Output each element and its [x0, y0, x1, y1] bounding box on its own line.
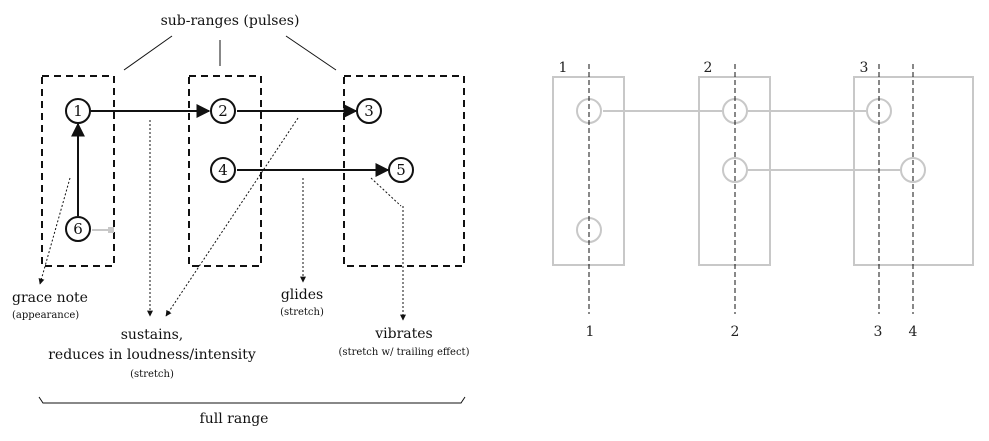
- grey-node-f: [576, 217, 602, 243]
- top-label-3: 3: [860, 60, 869, 76]
- right-diagram: 1 2 3 1 2 3 4: [552, 60, 974, 340]
- node-4: 4: [210, 157, 236, 183]
- top-label-2: 2: [704, 60, 713, 76]
- grace-note-label: grace note: [12, 290, 88, 306]
- svg-text:3: 3: [364, 102, 374, 120]
- pointer-sustains-diagonal: [165, 117, 299, 317]
- subrange-box-1: [41, 75, 115, 267]
- top-label-1: 1: [559, 60, 568, 76]
- svg-text:5: 5: [396, 161, 406, 179]
- subrange-box-3: [343, 75, 465, 267]
- bottom-label-4: 4: [909, 324, 918, 340]
- node-3: 3: [356, 98, 382, 124]
- bottom-label-1: 1: [586, 324, 595, 340]
- bottom-label-3: 3: [874, 324, 883, 340]
- svg-text:2: 2: [218, 102, 228, 120]
- subrange-box-2: [188, 75, 262, 267]
- sustains-sublabel: (stretch): [130, 369, 174, 380]
- grey-node-b: [722, 98, 748, 124]
- sustains-label-line1: sustains,: [121, 327, 184, 343]
- sustains-label-line2: reduces in loudness/intensity: [48, 347, 256, 363]
- node-2: 2: [210, 98, 236, 124]
- grey-stub-end: [108, 227, 114, 233]
- node-1: 1: [65, 98, 91, 124]
- title-pointer-left: [123, 35, 173, 71]
- glides-sublabel: (stretch): [280, 307, 324, 318]
- subranges-title: sub-ranges (pulses): [161, 13, 300, 29]
- full-range-bracket: [38, 396, 466, 404]
- vibrates-sublabel: (stretch w/ trailing effect): [339, 347, 470, 358]
- svg-text:4: 4: [218, 161, 228, 179]
- glides-label: glides: [281, 287, 323, 303]
- svg-text:1: 1: [73, 102, 83, 120]
- title-pointer-right: [285, 35, 337, 71]
- left-diagram: sub-ranges (pulses) 1 2 3 4: [12, 13, 470, 427]
- grey-node-a: [576, 98, 602, 124]
- pointer-vibrates-diagonal: [370, 177, 402, 207]
- node-5: 5: [388, 157, 414, 183]
- vibrates-label: vibrates: [374, 326, 432, 342]
- grey-node-c: [866, 98, 892, 124]
- bottom-label-2: 2: [731, 324, 740, 340]
- svg-text:6: 6: [73, 220, 83, 238]
- node-6: 6: [65, 216, 91, 242]
- full-range-label: full range: [200, 411, 269, 427]
- grace-note-sublabel: (appearance): [12, 310, 79, 321]
